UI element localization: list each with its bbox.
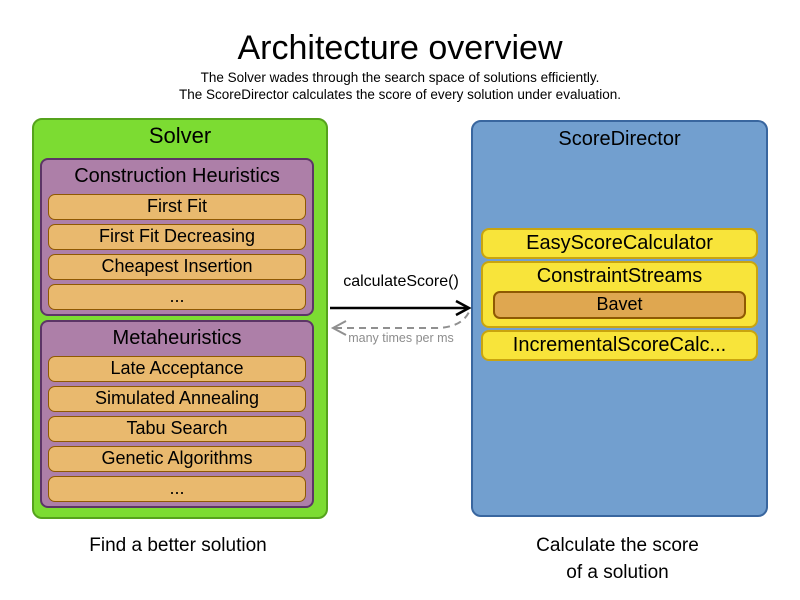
- construction-heuristics-group: Construction Heuristics First Fit First …: [40, 158, 314, 316]
- algorithm-chip-ellipsis: ...: [48, 284, 306, 310]
- algorithm-chip-tabu-search: Tabu Search: [48, 416, 306, 442]
- algorithm-chip-late-acceptance: Late Acceptance: [48, 356, 306, 382]
- calculate-score-label: calculateScore(): [343, 273, 459, 290]
- solver-title: Solver: [148, 123, 212, 148]
- constraint-streams-label: ConstraintStreams: [536, 265, 703, 287]
- calculate-score-arrow: [330, 299, 472, 317]
- algorithm-chip-first-fit-decreasing: First Fit Decreasing: [48, 224, 306, 250]
- score-director-box: ScoreDirector EasyScoreCalculator Constr…: [471, 120, 768, 517]
- score-director-title: ScoreDirector: [558, 128, 681, 150]
- score-director-caption-line-1: Calculate the score: [536, 535, 699, 556]
- algorithm-chip-ellipsis: ...: [48, 476, 306, 502]
- solver-caption: Find a better solution: [89, 535, 267, 556]
- construction-heuristics-title: Construction Heuristics: [74, 165, 280, 187]
- arrow-graphics: [330, 299, 472, 336]
- subtitle-line-1: The Solver wades through the search spac…: [200, 70, 600, 85]
- algorithm-chip-simulated-annealing: Simulated Annealing: [48, 386, 306, 412]
- many-times-label: many times per ms: [348, 331, 454, 345]
- constraint-streams-box: ConstraintStreams Bavet: [481, 261, 758, 328]
- page-title: Architecture overview: [237, 29, 563, 67]
- algorithm-chip-genetic-algorithms: Genetic Algorithms: [48, 446, 306, 472]
- metaheuristics-group: Metaheuristics Late Acceptance Simulated…: [40, 320, 314, 508]
- return-arrow: [330, 311, 470, 336]
- metaheuristics-title: Metaheuristics: [112, 327, 242, 349]
- incremental-score-calculator-label: IncrementalScoreCalc...: [512, 334, 727, 356]
- calculator-stack: EasyScoreCalculator ConstraintStreams Ba…: [481, 228, 758, 363]
- subtitle-line-2: The ScoreDirector calculates the score o…: [179, 87, 621, 102]
- algorithm-chip-cheapest-insertion: Cheapest Insertion: [48, 254, 306, 280]
- algorithm-chip-first-fit: First Fit: [48, 194, 306, 220]
- solver-box: Solver Construction Heuristics First Fit…: [32, 118, 328, 519]
- bavet-box: Bavet: [493, 291, 746, 319]
- score-director-caption-line-2: of a solution: [566, 562, 669, 583]
- incremental-score-calculator-box: IncrementalScoreCalc...: [481, 330, 758, 361]
- score-director-caption: Calculate the score of a solution: [471, 532, 764, 586]
- easy-score-calculator-label: EasyScoreCalculator: [526, 232, 713, 254]
- easy-score-calculator-box: EasyScoreCalculator: [481, 228, 758, 259]
